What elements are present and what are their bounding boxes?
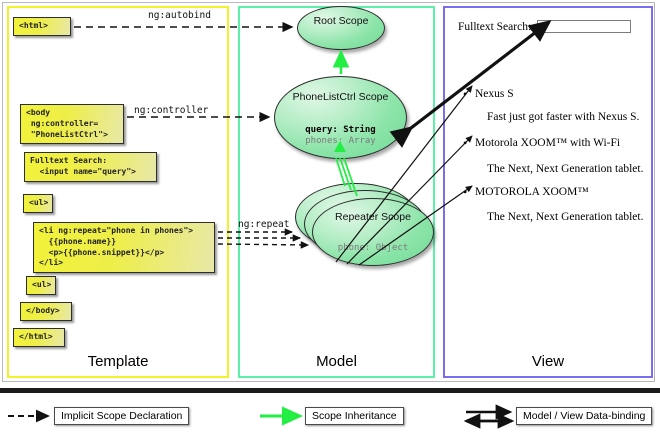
legend-chip-implicit-scope-declaration: Implicit Scope Declaration	[54, 407, 190, 425]
legend-chip-scope-inheritance: Scope Inheritance	[305, 407, 404, 425]
legend-separator	[0, 388, 660, 393]
lane-label-template: Template	[87, 353, 149, 370]
lane-label-view: View	[531, 353, 565, 370]
view-phone-snippet-2: The Next, Next Generation tablet.	[487, 211, 644, 223]
view-phone-name-2: MOTOROLA XOOM™	[463, 185, 589, 200]
code-box-ul-open[interactable]: <ul>	[23, 194, 53, 213]
scope-prop-phone: phone: Object	[337, 243, 409, 253]
scope-phonelistctrl-title: PhoneListCtrl Scope	[292, 91, 389, 103]
code-box-html-close[interactable]: </html>	[13, 328, 65, 347]
view-phone-name-0: Nexus S	[463, 87, 514, 102]
lane-label-model: Model	[316, 353, 357, 370]
code-box-fulltext-search[interactable]: Fulltext Search: <input name="query">	[24, 152, 157, 182]
view-content: Fulltext Search: Nexus S Fast just got f…	[443, 6, 653, 378]
scope-phonelistctrl[interactable]: PhoneListCtrl Scope query: String phones…	[274, 76, 407, 159]
code-box-li-repeat[interactable]: <li ng:repeat="phone in phones"> {{phone…	[33, 222, 215, 274]
view-phone-name-1: Motorola XOOM™ with Wi-Fi	[463, 136, 620, 151]
view-phone-snippet-0: Fast just got faster with Nexus S.	[487, 111, 640, 123]
lane-template: Template	[7, 6, 229, 378]
scope-prop-phones: phones: Array	[305, 136, 376, 147]
scope-root[interactable]: Root Scope	[297, 6, 385, 50]
view-search-input[interactable]	[537, 20, 632, 33]
scope-prop-query: query: String	[305, 125, 376, 135]
scope-root-title: Root Scope	[313, 15, 369, 27]
view-search-row: Fulltext Search:	[458, 20, 632, 33]
scope-repeater[interactable]: Repeater Scope phone: Object	[312, 198, 434, 266]
connector-label-ng-repeat: ng:repeat	[238, 219, 290, 230]
code-box-html-open[interactable]: <html>	[13, 17, 71, 36]
view-phone-snippet-1: The Next, Next Generation tablet.	[487, 163, 644, 175]
scope-repeater-title: Repeater Scope	[335, 211, 411, 223]
connector-label-ng-autobind: ng:autobind	[148, 10, 211, 21]
legend-chip-model-view-data-binding: Model / View Data-binding	[516, 407, 653, 425]
code-box-body-controller[interactable]: <body ng:controller= "PhoneListCtrl">	[20, 104, 124, 145]
code-box-body-close[interactable]: </body>	[20, 302, 72, 321]
view-search-label: Fulltext Search:	[458, 20, 532, 33]
legend: Implicit Scope Declaration Scope Inherit…	[0, 398, 660, 435]
code-box-ul-close[interactable]: <ul>	[26, 276, 56, 295]
connector-label-ng-controller: ng:controller	[134, 105, 209, 116]
